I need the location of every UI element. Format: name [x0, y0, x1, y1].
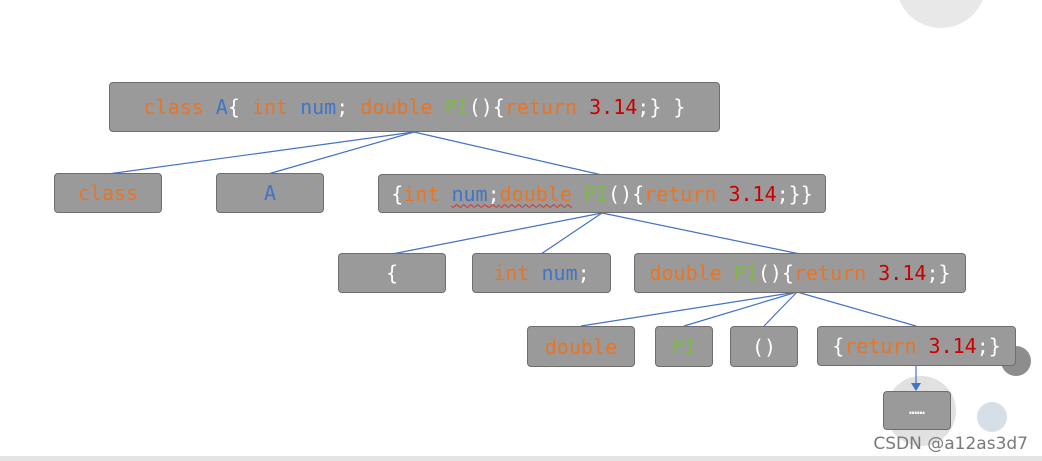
code-token-identifier: A [215, 95, 228, 119]
code-token-function-name: PI [671, 334, 697, 359]
code-token-punctuation: ; [336, 95, 361, 119]
code-text: PI [672, 335, 696, 359]
code-token-keyword: int [493, 261, 530, 285]
node-method-name: PI [655, 326, 713, 367]
code-text: A [264, 181, 276, 205]
code-token-function-name: PI [733, 261, 758, 285]
node-class-declaration: class A{ int num; double PI(){return 3.1… [109, 82, 720, 132]
code-token-identifier: A [263, 181, 277, 205]
node-method-declaration: double PI(){return 3.14;} [634, 253, 966, 293]
code-token-punctuation: { [385, 261, 399, 285]
code-token-punctuation: ;} [926, 261, 951, 285]
code-text: int num; [493, 261, 589, 285]
code-token-keyword: return [504, 95, 578, 119]
code-text: double PI(){return 3.14;} [649, 261, 950, 285]
code-token-punctuation [529, 261, 541, 285]
node-class-name: A [216, 173, 324, 213]
code-token-keyword: int [403, 181, 440, 206]
code-token-punctuation: { [391, 181, 404, 206]
edge-body-method [601, 212, 801, 255]
edge-root-a [267, 131, 415, 175]
code-token-punctuation [716, 182, 728, 206]
code-token-number-literal: 3.14 [928, 334, 977, 358]
code-token-keyword: class [77, 181, 139, 205]
code-token-punctuation: (){ [608, 181, 645, 206]
code-token-punctuation [916, 334, 928, 358]
code-text: () [752, 335, 776, 359]
code-token-keyword: return [644, 181, 717, 206]
bottom-edge-bar [0, 456, 1042, 461]
code-token-punctuation: ; [487, 181, 500, 206]
code-token-punctuation [572, 182, 584, 206]
code-token-punctuation: (){ [468, 95, 505, 119]
code-token-keyword: return [844, 334, 917, 358]
code-token-punctuation: …… [909, 403, 925, 418]
code-token-punctuation: ;}} [776, 181, 813, 206]
code-token-keyword: double [649, 261, 722, 285]
code-token-keyword: int [251, 95, 289, 119]
code-token-identifier: num [451, 181, 488, 206]
code-token-identifier: num [300, 95, 337, 119]
code-token-number-literal: 3.14 [589, 95, 638, 119]
code-token-punctuation [204, 95, 216, 119]
code-token-punctuation: ; [577, 261, 590, 285]
code-text: {int num;double PI(){return 3.14;}} [391, 182, 813, 206]
code-token-punctuation: { [227, 95, 252, 119]
csdn-watermark: CSDN @a12as3d7 [873, 434, 1028, 454]
code-token-keyword: double [499, 181, 572, 206]
code-token-punctuation [433, 95, 445, 119]
edge-method-name [683, 291, 798, 327]
edge-body-field [540, 212, 603, 255]
edge-method-type [580, 291, 798, 327]
edge-root-class [107, 131, 415, 175]
code-text: { [386, 261, 398, 285]
code-text: …… [909, 403, 925, 418]
decorative-circle-light [977, 402, 1007, 432]
edge-method-params [763, 291, 798, 327]
code-token-punctuation [866, 261, 878, 285]
code-token-punctuation: { [832, 334, 845, 358]
code-token-punctuation: ;} [976, 334, 1001, 358]
code-token-punctuation [439, 182, 451, 206]
code-token-number-literal: 3.14 [728, 181, 777, 206]
code-token-punctuation: ;} } [637, 95, 686, 119]
arrowhead [911, 383, 921, 391]
code-token-identifier: num [541, 261, 578, 285]
code-text: double [545, 335, 617, 359]
code-text: class [78, 181, 138, 205]
node-method-body: {return 3.14;} [817, 326, 1016, 366]
node-field-declaration: int num; [472, 253, 611, 293]
edge-root-body [413, 131, 603, 176]
code-token-keyword: double [544, 334, 618, 359]
code-token-punctuation [288, 95, 300, 119]
edge-body-brace [391, 212, 603, 255]
code-token-function-name: PI [444, 95, 469, 119]
code-token-keyword: return [793, 261, 867, 285]
code-token-function-name: PI [583, 181, 609, 206]
node-ellipsis: …… [883, 391, 951, 430]
node-return-type: double [527, 326, 635, 367]
code-token-punctuation: () [751, 334, 777, 359]
code-token-punctuation [577, 95, 589, 119]
node-open-brace: { [338, 253, 446, 293]
code-token-keyword: double [360, 95, 433, 119]
node-parameter-list: () [730, 326, 798, 367]
code-token-keyword: class [143, 95, 204, 119]
node-class-body: {int num;double PI(){return 3.14;}} [378, 174, 826, 213]
code-text: class A{ int num; double PI(){return 3.1… [144, 95, 686, 119]
code-token-punctuation: (){ [757, 261, 794, 285]
node-class-keyword: class [54, 173, 162, 213]
code-text: {return 3.14;} [832, 334, 1001, 358]
code-token-punctuation [722, 261, 734, 285]
code-token-number-literal: 3.14 [878, 261, 927, 285]
edge-method-body [796, 291, 917, 327]
